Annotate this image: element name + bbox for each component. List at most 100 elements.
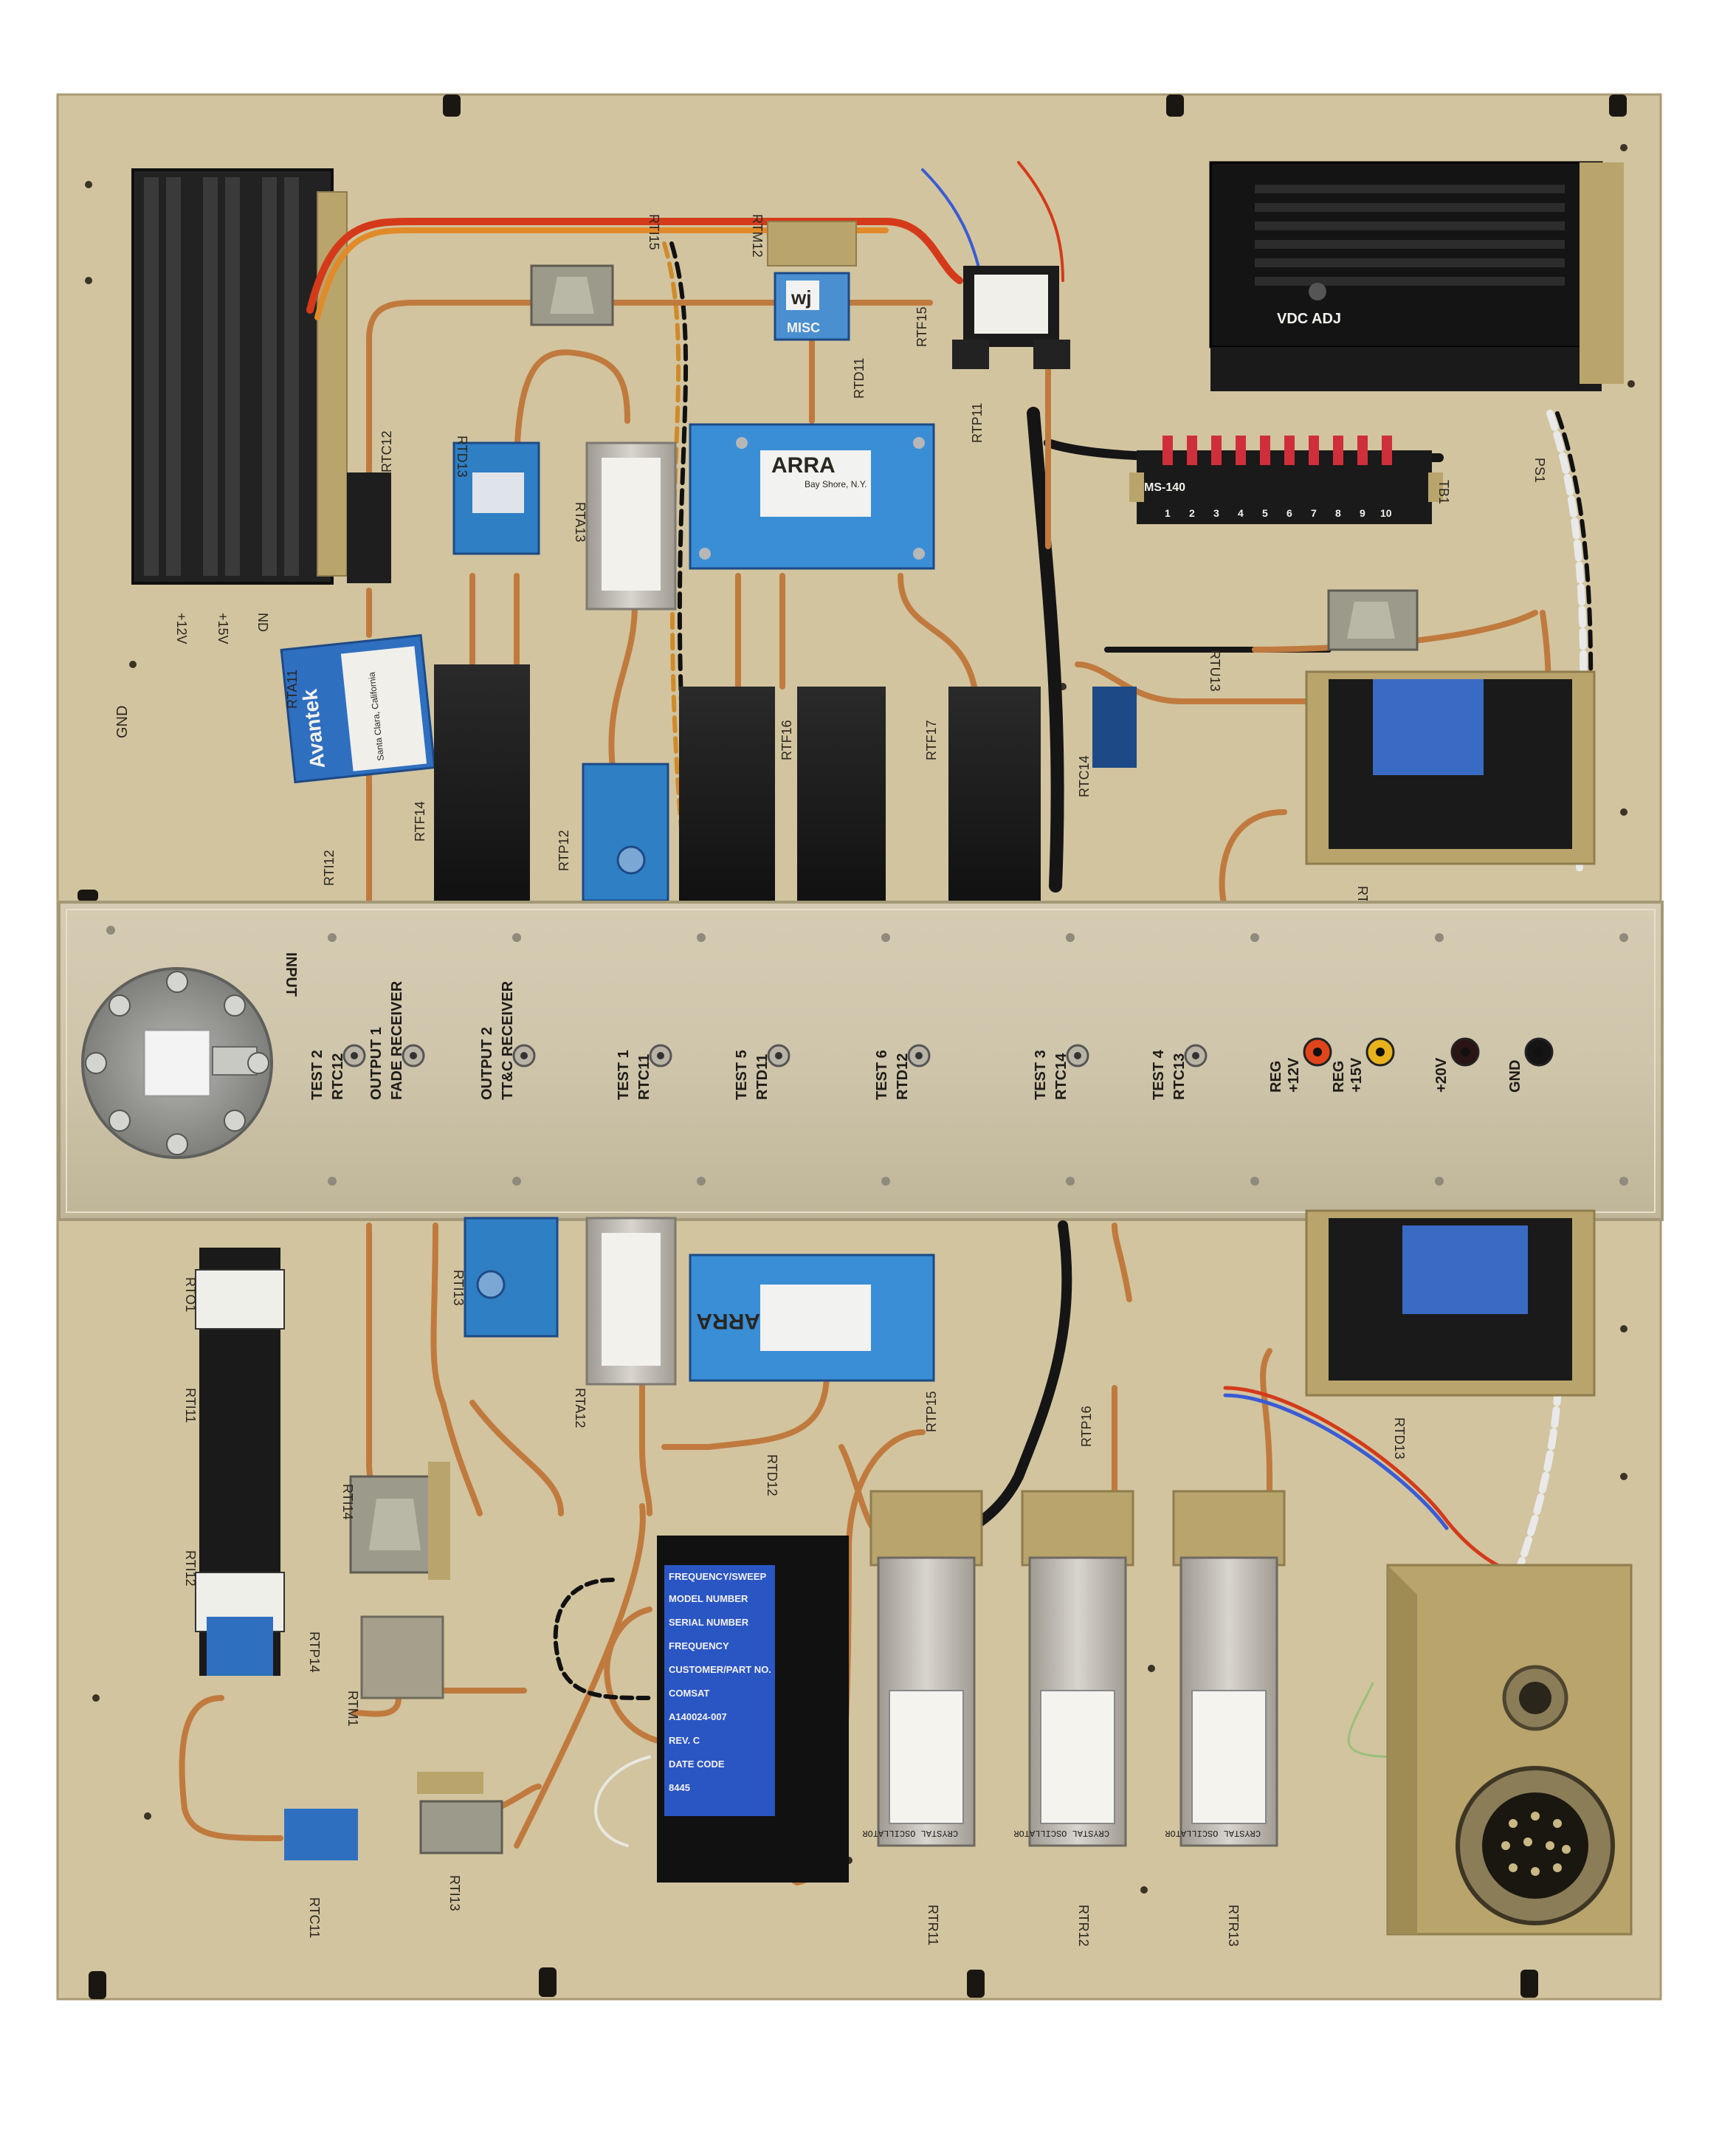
crystal-oscillator-label: CRYSTAL OSCILLATOR bbox=[1013, 1828, 1109, 1838]
arra-label-lower: ARRA bbox=[696, 1309, 760, 1333]
crystal-oscillator-label: CRYSTAL OSCILLATOR bbox=[862, 1828, 958, 1838]
ms140-label: MS-140 bbox=[1144, 481, 1185, 494]
oscillator-bracket bbox=[1021, 1490, 1134, 1567]
label-rta13: RTA13 bbox=[573, 502, 588, 542]
freq-sweep-line: 8445 bbox=[669, 1782, 690, 1793]
misc-logo: wj bbox=[790, 286, 811, 309]
label-rtf14: RTF14 bbox=[413, 801, 427, 842]
crystal-oscillator-label-plate bbox=[889, 1690, 964, 1824]
filter-rtf16-b bbox=[797, 687, 886, 901]
label-rtm1: RTM1 bbox=[345, 1691, 360, 1727]
jack-sublabel: +20V bbox=[1433, 1057, 1450, 1093]
jack-sublabel: +12V bbox=[1286, 1057, 1302, 1093]
label-rtp11: RTP11 bbox=[970, 403, 985, 443]
label-rti12-side: RTI12 bbox=[183, 1550, 198, 1586]
label-tb1: TB1 bbox=[1436, 480, 1451, 504]
crystal-oscillator-label-plate bbox=[1191, 1690, 1267, 1824]
label-rtf16: RTF16 bbox=[779, 720, 794, 760]
sma-connector-pin bbox=[520, 1052, 528, 1059]
connector-sublabel: RTC11 bbox=[636, 1054, 652, 1100]
oscillator-lower-right bbox=[1305, 1209, 1596, 1397]
front-panel bbox=[58, 901, 1664, 1221]
connector-sublabel: FADE RECEIVER bbox=[389, 980, 405, 1100]
regulator-heatsinks bbox=[131, 168, 348, 585]
misc-label: MISC bbox=[787, 320, 820, 335]
label-rtu13: RTU13 bbox=[1208, 650, 1222, 692]
isolator-right-upper bbox=[1327, 589, 1419, 651]
label-rtr12: RTR12 bbox=[1076, 1905, 1091, 1947]
arra-divider-lower bbox=[689, 1254, 935, 1382]
tb-number: 2 bbox=[1189, 507, 1195, 519]
freq-sweep-line: MODEL NUMBER bbox=[669, 1593, 748, 1604]
label-rtf17: RTF17 bbox=[924, 720, 939, 760]
label-rto1: RTO1 bbox=[183, 1277, 198, 1312]
filter-rtf14 bbox=[434, 664, 530, 901]
isolator-rti14 bbox=[349, 1462, 450, 1580]
mixer-rtm1 bbox=[360, 1615, 444, 1699]
coupler-rtc14 bbox=[1092, 687, 1137, 768]
label-rtp16: RTP16 bbox=[1079, 1406, 1094, 1447]
connector-sublabel: RTD11 bbox=[754, 1054, 771, 1100]
coupler-rtc12 bbox=[347, 472, 391, 583]
isolator-rtp11 bbox=[952, 266, 1070, 369]
sma-connector-pin bbox=[915, 1052, 923, 1059]
misc-mixer bbox=[767, 221, 857, 341]
label-rtm12: RTM12 bbox=[750, 214, 765, 258]
isolator-top bbox=[530, 264, 614, 326]
jack-label: REG bbox=[1331, 1061, 1347, 1093]
freq-sweep-line: CUSTOMER/PART NO. bbox=[669, 1664, 771, 1675]
rta12-silver-module bbox=[585, 1217, 677, 1386]
crystal-oscillator-label-plate bbox=[1040, 1690, 1115, 1824]
tb-number: 6 bbox=[1286, 507, 1292, 519]
label-rtc12: RTC12 bbox=[379, 430, 394, 472]
terminal-block bbox=[1129, 436, 1443, 524]
connector-sublabel: TT&C RECEIVER bbox=[500, 980, 516, 1100]
oscillator-bracket bbox=[1172, 1490, 1286, 1567]
label-gnd-small: ND bbox=[255, 613, 270, 632]
connector-label: TEST 4 bbox=[1151, 1049, 1167, 1100]
oscillator-bracket bbox=[869, 1490, 983, 1567]
sma-connector-pin bbox=[775, 1052, 782, 1059]
freq-sweep-line: COMSAT bbox=[669, 1688, 709, 1699]
connector-label: TEST 3 bbox=[1033, 1050, 1049, 1100]
label-rti11-side: RTI11 bbox=[183, 1388, 198, 1423]
power-supply bbox=[1209, 161, 1624, 391]
freq-sweep-line: FREQUENCY bbox=[669, 1640, 729, 1651]
banana-jack-hole bbox=[1461, 1048, 1470, 1056]
tb-number: 1 bbox=[1165, 507, 1171, 519]
input-label: INPUT bbox=[283, 952, 299, 997]
label-rtd13-lower: RTD13 bbox=[1392, 1417, 1407, 1460]
freq-sweep-line: SERIAL NUMBER bbox=[669, 1617, 749, 1628]
label-rtp14: RTP14 bbox=[307, 1632, 322, 1673]
connector-box bbox=[1386, 1564, 1633, 1936]
label-rta12: RTA12 bbox=[573, 1388, 588, 1428]
tb-number: 8 bbox=[1335, 507, 1341, 519]
arra-sub-upper: Bay Shore, N.Y. bbox=[805, 479, 867, 489]
jack-sublabel: GND bbox=[1507, 1060, 1523, 1093]
label-rtc14: RTC14 bbox=[1077, 755, 1092, 797]
label-rtd11: RTD11 bbox=[852, 358, 867, 399]
label-ps1: PS1 bbox=[1532, 458, 1547, 483]
label-rtr11: RTR11 bbox=[926, 1905, 940, 1945]
rta13-silver-module bbox=[585, 441, 677, 611]
couplers-bottom-left bbox=[284, 1772, 503, 1860]
label-gnd: GND bbox=[114, 706, 131, 738]
connector-label: TEST 1 bbox=[616, 1050, 632, 1100]
freq-sweep-title: FREQUENCY/SWEEP bbox=[669, 1571, 767, 1582]
label-rtr13: RTR13 bbox=[1226, 1905, 1241, 1947]
frequency-sweep-oscillator bbox=[657, 1536, 849, 1883]
banana-jack-hole bbox=[1376, 1048, 1385, 1056]
filter-rtf17 bbox=[948, 687, 1041, 901]
rtp13-blue-module bbox=[464, 1217, 559, 1338]
tb-number: 10 bbox=[1380, 507, 1392, 519]
rtd13-arra-module bbox=[452, 441, 540, 555]
filter-rtf16-a bbox=[679, 687, 775, 901]
label-rti13-bottom: RTI13 bbox=[447, 1875, 462, 1911]
label-rta11: RTA11 bbox=[285, 670, 300, 709]
tb-number: 7 bbox=[1311, 507, 1317, 519]
label-rtd12: RTD12 bbox=[765, 1454, 779, 1496]
waveguide-port bbox=[142, 1028, 212, 1098]
jack-label: REG bbox=[1268, 1061, 1284, 1093]
freq-sweep-lines: MODEL NUMBER SERIAL NUMBER FREQUENCY CUSTOM… bbox=[669, 1593, 771, 1793]
